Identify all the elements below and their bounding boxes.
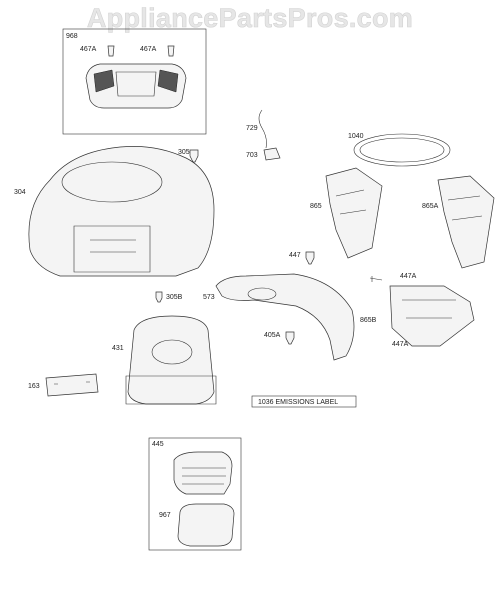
label-163: 163	[28, 383, 40, 390]
clip-467a-left-icon[interactable]	[107, 45, 115, 57]
label-467a-right: 467A	[140, 46, 157, 53]
air-cleaner-base-body-icon	[127, 315, 215, 405]
label-405a: 405A	[264, 332, 281, 339]
part-431-air-cleaner-base[interactable]	[125, 315, 217, 405]
part-163-gasket-holes-icon	[54, 381, 90, 385]
part-163-gasket-icon[interactable]	[45, 373, 99, 397]
label-865a: 865A	[422, 203, 439, 210]
label-1040: 1040	[348, 133, 364, 140]
part-865-shroud-icon[interactable]	[325, 167, 383, 259]
part-968-frame	[62, 28, 207, 135]
label-447a-bottom: 447A	[392, 341, 409, 348]
part-405a-screw-icon[interactable]	[285, 331, 295, 345]
label-703: 703	[246, 152, 258, 159]
part-445-group	[148, 437, 242, 551]
label-447a-top: 447A	[400, 273, 417, 280]
air-cleaner-base-flange-icon	[125, 375, 217, 405]
air-cleaner-cover-center-icon	[115, 71, 157, 97]
part-305b-screw-icon[interactable]	[155, 291, 163, 303]
label-305: 305	[178, 149, 190, 156]
part-703-clip-icon[interactable]	[263, 147, 281, 161]
label-445: 445	[152, 441, 164, 448]
blower-housing-body-icon	[28, 146, 215, 277]
blower-housing-rib-icon	[90, 239, 136, 253]
part-445-frame	[148, 437, 242, 551]
label-968: 968	[66, 33, 78, 40]
part-573-baffle-hole-icon	[247, 287, 277, 301]
blower-housing-screen-icon	[61, 161, 163, 203]
part-1040-ring-outer-icon[interactable]	[353, 133, 451, 167]
part-865b-shroud-detail-icon	[402, 299, 456, 319]
label-573: 573	[203, 294, 215, 301]
clip-467a-right-icon[interactable]	[167, 45, 175, 57]
part-865-shroud-detail-icon	[335, 189, 367, 215]
label-447: 447	[289, 252, 301, 259]
label-1036: 1036 EMISSIONS LABEL	[258, 399, 338, 406]
air-cleaner-cover-vent-left-icon	[93, 69, 115, 93]
part-447a-top-screw-icon[interactable]	[369, 276, 383, 282]
air-cleaner-base-intake-icon	[151, 339, 193, 365]
label-865: 865	[310, 203, 322, 210]
label-304: 304	[14, 189, 26, 196]
part-967-prefilter-icon[interactable]	[177, 503, 235, 547]
label-729: 729	[246, 125, 258, 132]
part-968-group	[62, 28, 207, 135]
part-1040-ring-inner-icon	[359, 137, 445, 163]
part-729-wire-icon[interactable]	[258, 109, 267, 149]
label-305b: 305B	[166, 294, 183, 301]
air-cleaner-cover-vent-right-icon	[157, 69, 179, 93]
label-865b: 865B	[360, 317, 377, 324]
part-865b-shroud-icon[interactable]	[389, 285, 475, 347]
part-573-baffle-icon[interactable]	[215, 273, 355, 361]
part-305-screw-icon[interactable]	[189, 149, 199, 163]
part-304-blower-housing[interactable]	[28, 146, 215, 277]
part-445-filter-pleats-icon	[182, 467, 226, 485]
label-431: 431	[112, 345, 124, 352]
watermark: AppliancePartsPros.com	[87, 3, 413, 33]
part-865a-shroud-detail-icon	[447, 195, 483, 221]
label-467a-left: 467A	[80, 46, 97, 53]
label-967: 967	[159, 512, 171, 519]
part-865a-shroud-icon[interactable]	[437, 175, 495, 269]
part-447-screw-icon[interactable]	[305, 251, 315, 265]
part-1036-label-frame[interactable]	[251, 395, 357, 408]
blower-housing-inner-icon	[73, 225, 151, 273]
part-445-filter-icon[interactable]	[173, 451, 233, 495]
